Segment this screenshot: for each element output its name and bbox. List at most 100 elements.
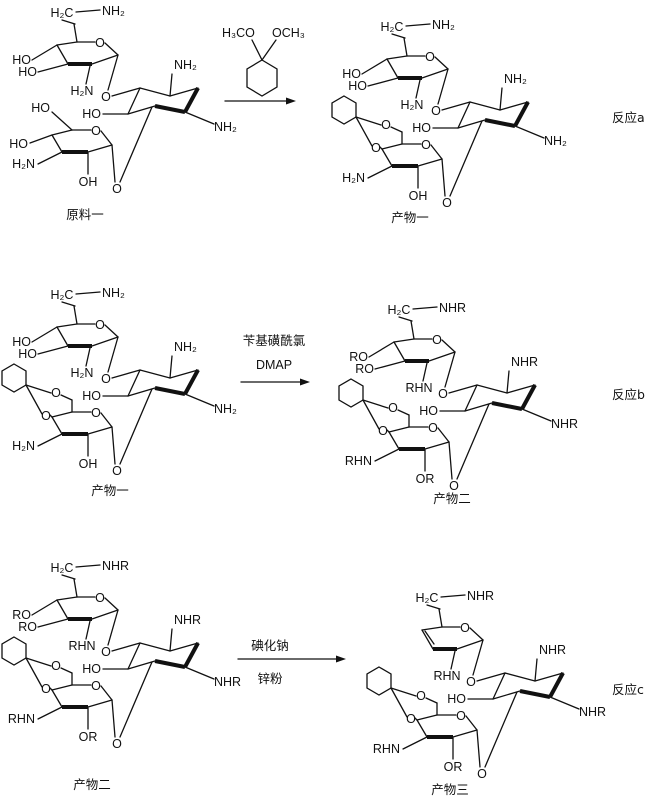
atom-label-c6n: NHR <box>102 559 129 573</box>
atom-label-o4: HO <box>12 335 31 349</box>
atom-label-ntop: NHR <box>174 613 201 627</box>
reagent-dimethoxycyclohexane: H₃CO OCH₃ <box>222 26 305 97</box>
compound-caption: 产物二 <box>433 491 471 506</box>
atom-label-o2b: OR <box>444 760 463 774</box>
reaction-a: H₃CO OCH₃ 反应a <box>222 26 645 125</box>
atom-label-n3b: RHN <box>8 712 35 726</box>
atom-label-ntop: NHR <box>539 643 566 657</box>
atom-label-o4b: HO <box>9 137 28 151</box>
atom-label-oglyc2: O <box>449 479 459 493</box>
cyclohexane-ring <box>331 95 357 125</box>
atom-label-n2: RHN <box>405 381 432 395</box>
atom-label-nbot: NH₂ <box>214 120 237 134</box>
atom-label-n3b: RHN <box>345 454 372 468</box>
atom-label-o4b: O <box>371 141 381 155</box>
cyclohexane-ring <box>366 666 392 696</box>
atom-label-oh: HO <box>412 121 431 135</box>
atom-label-o4: RO <box>12 608 31 622</box>
atom-label-o5: O <box>460 621 470 635</box>
atom-label-o4b: O <box>378 424 388 438</box>
compound-caption: 原料一 <box>66 207 104 222</box>
atom-label-oglyc2: O <box>112 737 122 751</box>
atom-label-c6n: NH₂ <box>102 286 125 300</box>
atom-label-oglyc1: O <box>101 90 111 104</box>
atom-label-c6n: NH₂ <box>432 18 455 32</box>
atom-label-ntop: NH₂ <box>174 340 197 354</box>
reagent-methoxy-left: H₃CO <box>222 26 255 40</box>
atom-label-nbot: NHR <box>551 417 578 431</box>
atom-label-o5b: O <box>91 124 101 138</box>
atom-label-o5b: O <box>91 679 101 693</box>
atom-label-o6b: O <box>51 659 61 673</box>
atom-label-h2c: H₂C <box>416 591 439 605</box>
atom-label-o5b: O <box>456 709 466 723</box>
cyclohexane-ring <box>1 363 27 393</box>
atom-label-oglyc2: O <box>442 196 452 210</box>
atom-label-oglyc2: O <box>112 182 122 196</box>
atom-label-h2c: H₂C <box>381 20 404 34</box>
reagent-above: 苄基磺酰氯 <box>243 333 306 348</box>
reaction-label: 反应b <box>612 387 645 402</box>
atom-label-oh: HO <box>82 389 101 403</box>
atom-label-n2: RHN <box>68 639 95 653</box>
atom-label-o6b: O <box>51 386 61 400</box>
atom-label-o3: HO <box>18 65 37 79</box>
atom-label-c6n: NH₂ <box>102 4 125 18</box>
atom-label-o5b: O <box>421 138 431 152</box>
atom-label-n2: H₂N <box>401 98 424 112</box>
atom-label-oh: HO <box>82 107 101 121</box>
atom-label-o2b: OH <box>79 457 98 471</box>
reaction-c: 碘化钠 锌粉 反应c <box>237 638 644 697</box>
atom-label-h2c: H₂C <box>51 288 74 302</box>
cyclohexane-ring <box>338 378 364 408</box>
atom-label-oglyc2: O <box>112 464 122 478</box>
atom-label-oh: HO <box>82 662 101 676</box>
atom-label-n3b: RHN <box>373 742 400 756</box>
atom-label-o4b: O <box>406 712 416 726</box>
atom-label-oglyc1: O <box>438 387 448 401</box>
compound-caption: 产物一 <box>91 483 129 498</box>
atom-label-o5: O <box>432 333 442 347</box>
atom-label-o5: O <box>95 591 105 605</box>
atom-label-o4: HO <box>12 53 31 67</box>
atom-label-o3: HO <box>348 79 367 93</box>
atom-label-h2c: H₂C <box>388 303 411 317</box>
atom-label-n2: H₂N <box>71 366 94 380</box>
atom-label-o5b: O <box>428 421 438 435</box>
arrow-head <box>300 378 310 386</box>
atom-label-o3: RO <box>18 620 37 634</box>
atom-label-n2: H₂N <box>71 84 94 98</box>
atom-label-h2c: H₂C <box>51 6 74 20</box>
atom-label-o6b: O <box>388 401 398 415</box>
atom-label-o5: O <box>95 318 105 332</box>
atom-label-nbot: NH₂ <box>214 402 237 416</box>
atom-label-oglyc1: O <box>431 104 441 118</box>
atom-label-nbot: NHR <box>579 705 606 719</box>
compound-caption: 产物三 <box>431 782 469 797</box>
atom-label-o5: O <box>95 36 105 50</box>
arrow-head <box>336 655 346 663</box>
reagent-above: 碘化钠 <box>251 638 289 653</box>
atom-label-oglyc1: O <box>101 372 111 386</box>
atom-label-oglyc1: O <box>101 645 111 659</box>
atom-label-c6n: NHR <box>467 589 494 603</box>
atom-label-o2b: OH <box>409 189 428 203</box>
atom-label-oglyc2: O <box>477 767 487 781</box>
atom-label-o4: HO <box>342 67 361 81</box>
atom-label-ntop: NH₂ <box>504 72 527 86</box>
atom-label-oh: HO <box>447 692 466 706</box>
atom-label-o4b: O <box>41 682 51 696</box>
atom-label-n2: RHN <box>433 669 460 683</box>
atom-label-n3b: H₂N <box>342 171 365 185</box>
reaction-label: 反应a <box>612 110 645 125</box>
atom-label-o2b: OR <box>79 730 98 744</box>
reagent-below: DMAP <box>256 358 292 372</box>
atom-label-o2b: OR <box>416 472 435 486</box>
atom-label-o3: HO <box>18 347 37 361</box>
